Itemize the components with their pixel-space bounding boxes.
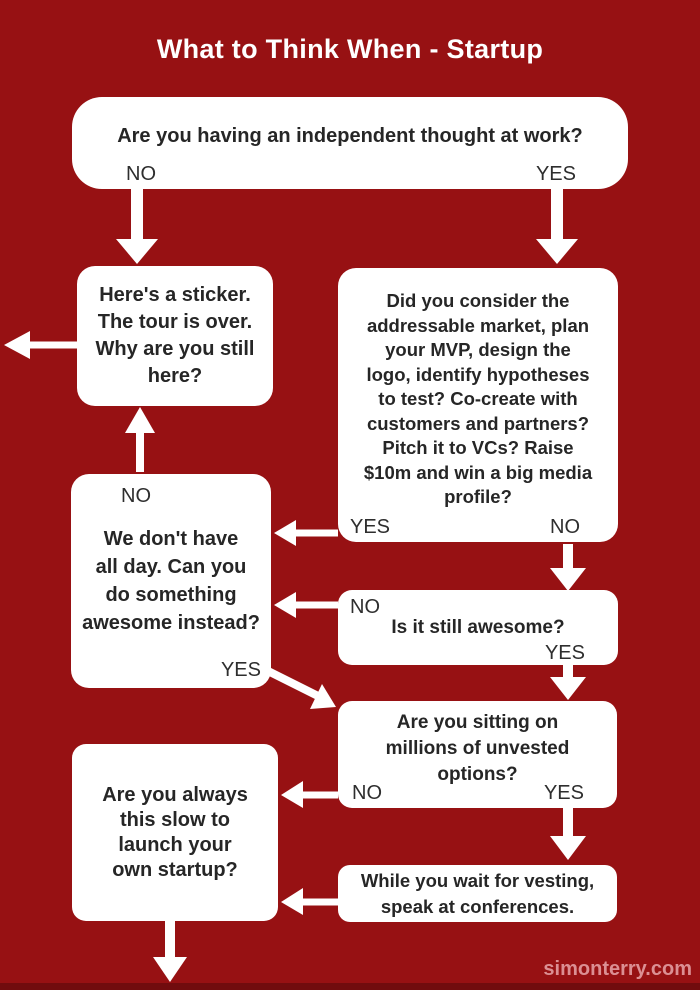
bottom-edge-shadow [0,983,700,990]
arrowhead-vesting-left-to-slow [281,888,303,915]
branch-label-yes: YES [535,163,576,185]
arrowhead-yes-diagonal-to-options [310,684,336,709]
page-title: What to Think When - Startup [156,34,544,65]
node-slow-launch: Are you always this slow to launch your … [72,744,278,921]
node-slow-launch-text: Are you always this slow to launch your … [102,783,248,881]
arrowhead-sticker-exit-left [4,331,30,359]
node-consider-market-text: Did you consider the addressable market,… [363,290,593,507]
node-independent-thought-text: Are you having an independent thought at… [117,124,583,147]
arrowhead-yes-down-to-consider [536,239,578,264]
node-vesting: While you wait for vesting, speak at con… [338,865,617,922]
node-still-awesome-text: Is it still awesome? [391,616,565,638]
node-sticker: Here's a sticker. The tour is over. Why … [77,266,273,406]
branch-label-no: NO [121,485,151,507]
arrowhead-no-down-to-sticker [116,239,158,264]
arrowhead-no-left-to-slow [281,781,303,808]
branch-label-yes: YES [544,642,585,664]
arrowhead-yes-down-to-vesting [550,836,586,860]
branch-label-yes: YES [220,659,261,681]
branch-label-no: NO [550,516,580,538]
node-all-day: We don't have all day. Can you do someth… [71,474,271,688]
branch-label-yes: YES [350,516,391,538]
node-vesting-text: While you wait for vesting, speak at con… [360,869,595,917]
branch-label-no: NO [126,163,156,185]
node-sticker-text: Here's a sticker. The tour is over. Why … [95,284,255,387]
node-all-day-text: We don't have all day. Can you do someth… [82,528,260,634]
site-credit: simonterry.com [543,958,692,980]
arrowhead-no-left-to-allday [274,592,296,618]
node-independent-thought: Are you having an independent thought at… [72,97,628,189]
node-consider-market: Did you consider the addressable market,… [338,268,618,542]
branch-label-no: NO [350,596,380,618]
arrowhead-no-down-to-awesome [550,568,586,591]
arrowhead-no-up-to-sticker [125,407,155,433]
branch-label-no: NO [352,782,382,804]
node-unvested-options-text: Are you sitting on millions of unvested … [385,712,570,785]
branch-label-yes: YES [543,782,584,804]
arrowhead-yes-down-to-options [550,677,586,700]
node-unvested-options: Are you sitting on millions of unvested … [338,701,617,808]
node-still-awesome: Is it still awesome? NO YES [338,590,618,665]
arrow-yes-diagonal-to-options [260,664,320,700]
arrowhead-slow-exit-bottom [153,957,187,982]
arrowhead-yes-left-to-allday [274,520,296,546]
